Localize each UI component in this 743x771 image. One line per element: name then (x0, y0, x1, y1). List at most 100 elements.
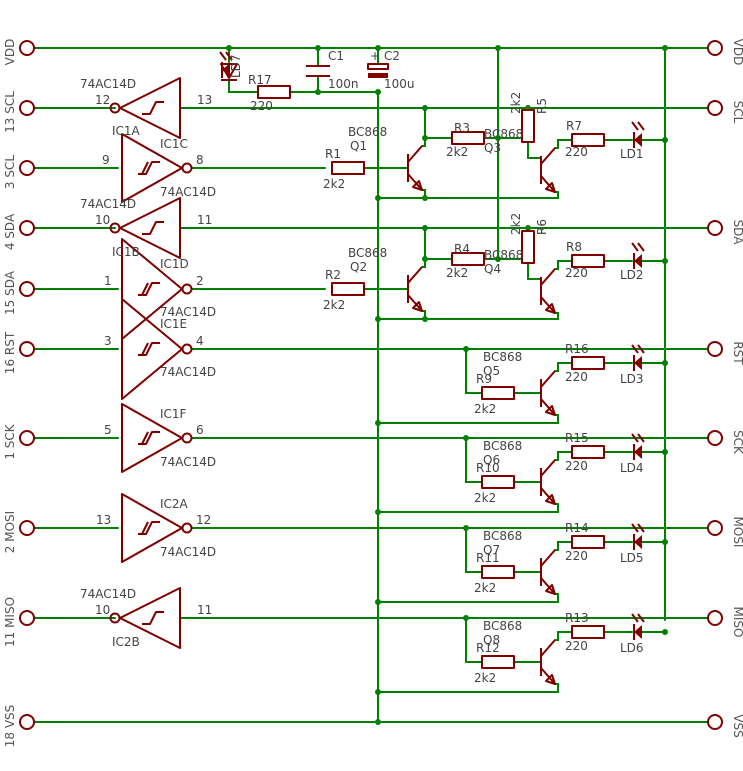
indicator-2-led-ray2 (637, 433, 645, 443)
driver-2-collector-wire (421, 227, 426, 268)
driver-1-led-triangle (634, 133, 642, 147)
right-pad-7 (707, 610, 723, 626)
driver-2-rl-value: 220 (565, 266, 588, 280)
driver-2-rb-label: R2 (325, 268, 341, 282)
indicator-3-emitter-wire (377, 593, 559, 603)
left-pad-10 (19, 714, 35, 730)
ic1f-pin-out: 6 (196, 423, 204, 437)
driver-1-q2-name: Q3 (484, 141, 501, 155)
indicator-3-rl-body (571, 535, 605, 549)
left-pad-8 (19, 520, 35, 536)
ic1b-body (119, 197, 181, 259)
driver-1-q2-type: BC868 (484, 127, 523, 141)
indicator-4-collector-wire (554, 631, 573, 641)
left-pad-7 (19, 430, 35, 446)
left-pad-9 (19, 610, 35, 626)
driver-2-q2-collector (540, 268, 556, 286)
ic1c-pin-in: 9 (102, 153, 110, 167)
ic1a-body (119, 77, 181, 139)
indicator-2-led-label: LD4 (620, 461, 644, 475)
ic1a-name: IC1A (112, 124, 141, 138)
indicator-1-rl-body (571, 356, 605, 370)
driver-1-rc-label: R3 (454, 121, 470, 135)
driver-1-rp-body (521, 109, 535, 143)
ic1b-symbol (109, 197, 181, 259)
indicator-1-led-symbol (631, 344, 645, 371)
driver-2-q2-emitter (540, 296, 556, 314)
left-pad-2 (19, 100, 35, 116)
junction-dot (422, 256, 428, 262)
driver-1-led-ray1 (631, 121, 639, 131)
ic1e-schmitt2 (141, 342, 149, 356)
junction-dot (662, 449, 668, 455)
ic1c-name: IC1C (160, 137, 188, 151)
junction-dot (662, 258, 668, 264)
driver-2-led-ray1 (631, 242, 639, 252)
driver-1-rb-label: R1 (325, 147, 341, 161)
junction-dot (375, 195, 381, 201)
junction-dot (375, 509, 381, 515)
driver-1-led-symbol (631, 121, 645, 148)
driver-2-q2-symbol (540, 268, 556, 314)
driver-1-q2-emitter (540, 175, 556, 193)
driver-1-q2-emitter-wire (424, 191, 559, 199)
ic2b-pin-out: 11 (197, 603, 212, 617)
right-connector-label: SDA (731, 220, 743, 246)
driver-2-led-symbol (631, 242, 645, 269)
driver-2-rb-value: 2k2 (323, 298, 345, 312)
r17-wire-a (228, 79, 259, 93)
left-connector-label: 11 MISO (3, 597, 17, 647)
indicator-2-rb-label: R10 (476, 461, 500, 475)
ic1c-pin-out: 8 (196, 153, 204, 167)
indicator-4-rl-label: R13 (565, 611, 589, 625)
indicator-4-rb-value: 2k2 (474, 671, 496, 685)
indicator-1-rb-label: R9 (476, 372, 492, 386)
c2-plus: + (370, 49, 380, 63)
indicator-1-tap-wire (465, 348, 483, 394)
indicator-3-led-ray1 (631, 523, 639, 533)
right-pad-5 (707, 430, 723, 446)
ic1f-name: IC1F (160, 407, 187, 421)
ic1d-bubble (181, 283, 193, 295)
indicator-3-led-triangle (634, 535, 642, 549)
driver-2-q-type: BC868 (348, 246, 387, 260)
ic2a-part: 74AC14D (160, 545, 216, 559)
indicator-3-rl-label: R14 (565, 521, 589, 535)
junction-dot (662, 629, 668, 635)
right-pad-1 (707, 40, 723, 56)
right-connector-label: VSS (731, 714, 743, 737)
driver-1-rl-value: 220 (565, 145, 588, 159)
ic2b-schmitt (142, 611, 164, 625)
indicator-2-rb-value: 2k2 (474, 491, 496, 505)
driver-1-rc-value: 2k2 (446, 145, 468, 159)
indicator-3-rb-value: 2k2 (474, 581, 496, 595)
driver-2-q2-type: BC868 (484, 248, 523, 262)
right-pad-3 (707, 220, 723, 236)
junction-dot (495, 45, 501, 51)
ic2b-part: 74AC14D (80, 587, 136, 601)
r17-value: 220 (250, 99, 273, 113)
junction-dot (495, 135, 501, 141)
junction-dot (662, 360, 668, 366)
junction-dot (662, 45, 668, 51)
left-connector-label: 2 MOSI (3, 511, 17, 553)
driver-1-q2-collector (540, 147, 556, 165)
ic1d-body (121, 238, 183, 340)
ic1d-schmitt2 (141, 282, 149, 296)
driver-2-q-collector (407, 266, 423, 284)
indicator-2-q-collector (540, 459, 556, 477)
indicator-3-q-symbol (540, 549, 556, 595)
right-connector-label: VDD (731, 39, 743, 66)
ic1b-part: 74AC14D (80, 197, 136, 211)
ic2b-bubble (109, 612, 121, 624)
r17-label: R17 (248, 73, 272, 87)
indicator-1-led-ray1 (631, 344, 639, 354)
driver-2-rl-body (571, 254, 605, 268)
c2-value: 100u (384, 77, 415, 91)
indicator-4-led-ray2 (637, 613, 645, 623)
indicator-4-tap-wire (465, 617, 483, 663)
indicator-3-collector-wire (554, 541, 573, 551)
driver-2-led-triangle (634, 254, 642, 268)
